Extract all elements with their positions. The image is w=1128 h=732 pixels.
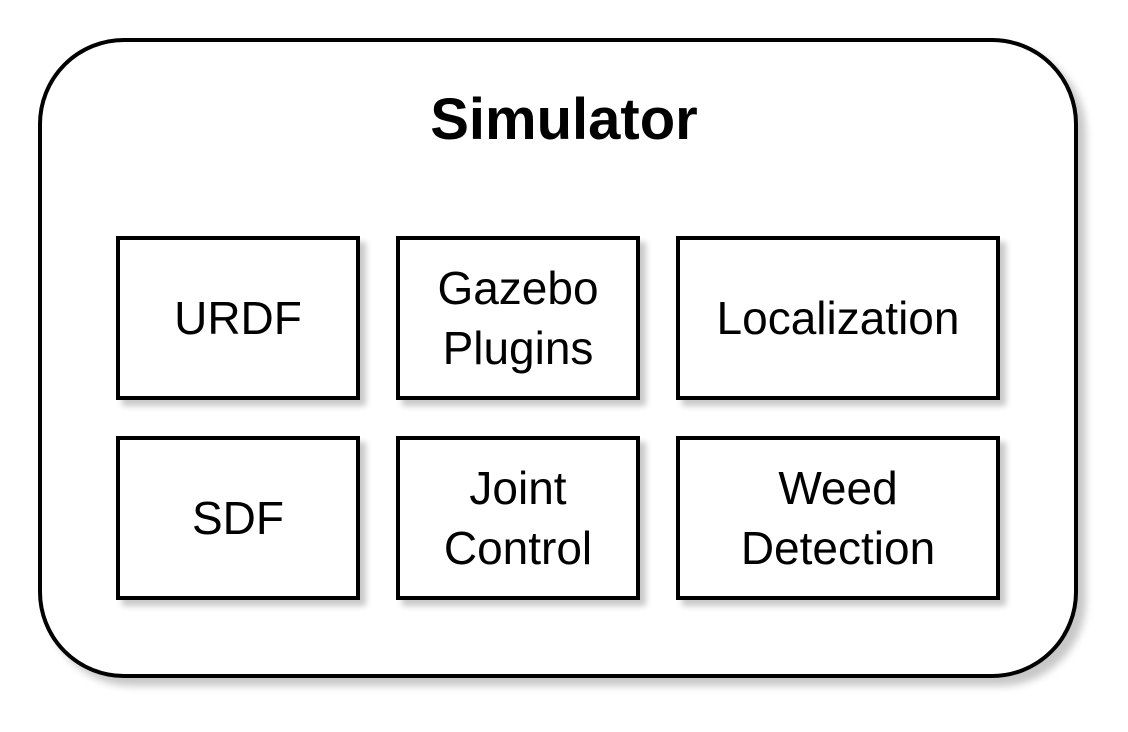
component-label: Gazebo Plugins [437,262,599,374]
component-label: Localization [716,292,960,344]
component-box-gazebo-plugins: Gazebo Plugins [396,236,640,400]
component-box-sdf: SDF [116,436,360,600]
component-box-urdf: URDF [116,236,360,400]
component-box-joint-control: Joint Control [396,436,640,600]
component-box-localization: Localization [676,236,1000,400]
component-label: Joint Control [443,462,593,574]
component-box-weed-detection: Weed Detection [676,436,1000,600]
component-label: URDF [174,292,302,344]
component-label: Weed Detection [740,462,936,574]
diagram-title: Simulator [430,87,698,152]
component-label: SDF [192,492,284,544]
